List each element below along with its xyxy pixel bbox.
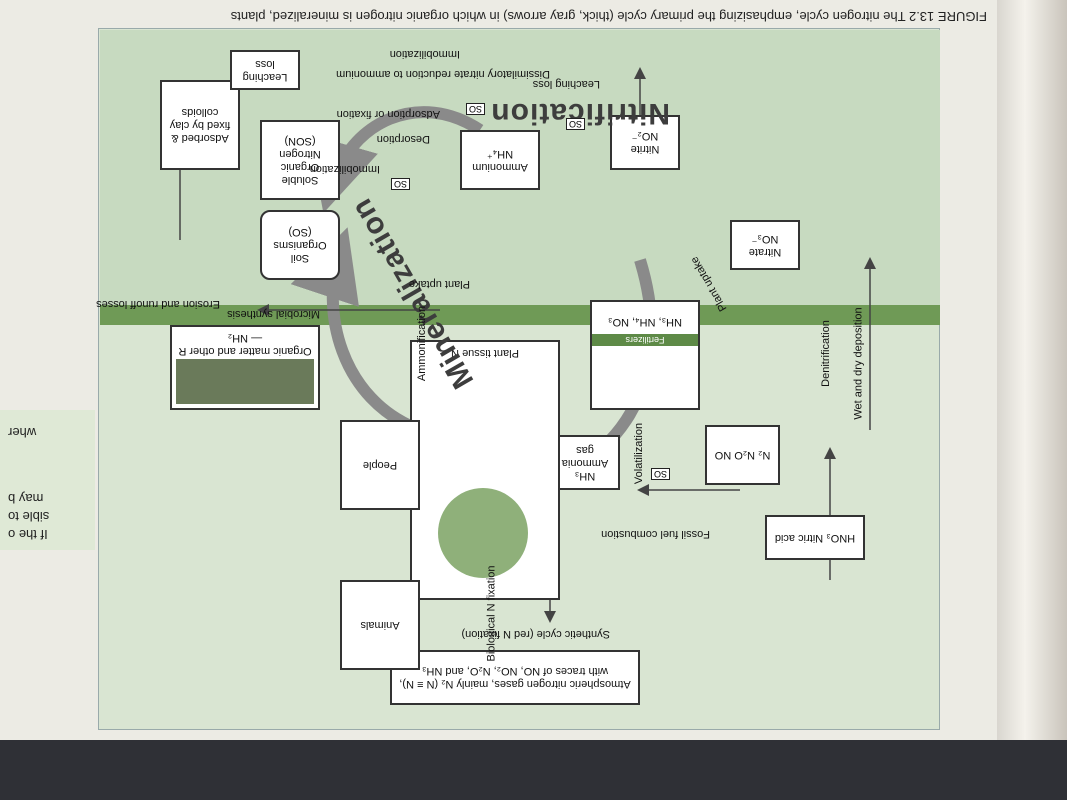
- synthetic-cycle-label: Synthetic cycle (red N fixation): [461, 628, 610, 640]
- organic-matter-box: Organic matter and other R — NH₂: [170, 325, 320, 410]
- denitrification-label: Denitrification: [820, 320, 833, 387]
- fertilizers-label: Fertilizers: [592, 334, 698, 346]
- desk-surface: [0, 740, 1067, 800]
- microbial-synthesis-label: Microbial synthesis: [227, 308, 320, 320]
- ammonia-gas-box: NH₃ Ammonia gas: [550, 435, 620, 490]
- adsorbed-box: Adsorbed & fixed by clay colloids: [160, 80, 240, 170]
- ammonification-label: Ammonification: [415, 305, 428, 382]
- erosion-runoff-label: Erosion and runoff losses: [96, 298, 220, 310]
- soil-organisms-box: Soil Organisms (SO): [260, 210, 340, 280]
- side-text-column: If the o sible to may b wher: [0, 410, 95, 550]
- so-tag: SO: [465, 103, 485, 115]
- nitrate-box: Nitrate NO₃⁻: [730, 220, 800, 270]
- wet-dry-deposition-label: Wet and dry deposition: [852, 307, 865, 420]
- tree-icon: [438, 488, 528, 578]
- so-tag: SO: [650, 468, 670, 480]
- son-box: Soluble Organic Nitrogen (SON): [260, 120, 340, 200]
- page-edges: [997, 0, 1067, 800]
- so-tag: SO: [390, 178, 410, 190]
- desorption-label: Desorption: [376, 133, 430, 145]
- so-tag: SO: [565, 118, 585, 130]
- fossil-fuel-label: Fossil fuel combustion: [601, 528, 710, 540]
- side-line: may b: [8, 491, 44, 506]
- fertilizers-box: Fertilizers NH₃, NH₄, NO₃: [590, 300, 700, 410]
- leaching-loss-box: Leaching loss: [230, 50, 300, 90]
- people-box: People: [340, 420, 420, 510]
- adsorption-label: Adsorption or fixation: [336, 108, 440, 120]
- animals-box: Animals: [340, 580, 420, 670]
- dissimilatory-label: Dissimilatory nitrate reduction to ammon…: [336, 68, 550, 80]
- organic-matter-label: Organic matter and other R — NH₂: [178, 332, 312, 357]
- figure-caption: FIGURE 13.2 The nitrogen cycle, emphasiz…: [230, 9, 987, 24]
- volatilization-label: Volatilization: [632, 422, 645, 485]
- atmospheric-gases-box: Atmospheric nitrogen gases, mainly N₂ (N…: [390, 650, 640, 705]
- immobilization-label: Immobilization: [389, 48, 460, 60]
- side-line: If the o: [8, 527, 48, 542]
- nitric-acid-box: HNO₃ Nitric acid: [765, 515, 865, 560]
- nitrogen-oxides-box: N₂ N₂O NO: [705, 425, 780, 485]
- side-line: wher: [8, 425, 37, 440]
- ammonium-box: Ammonium NH₄⁺: [460, 130, 540, 190]
- leaf-litter-icon: [176, 359, 314, 404]
- immobilization-label-2: Immobilization: [309, 163, 380, 175]
- nitrogen-cycle-diagram: Atmospheric nitrogen gases, mainly N₂ (N…: [96, 28, 940, 730]
- fertilizers-formula: NH₃, NH₄, NO₃: [608, 316, 682, 328]
- plant-uptake-label-2: Plant uptake: [408, 278, 470, 290]
- side-line: sible to: [8, 509, 50, 524]
- plant-tissue-box: Plant tissue N: [410, 340, 560, 600]
- biological-fixation-label: Biological N fixation: [485, 565, 498, 662]
